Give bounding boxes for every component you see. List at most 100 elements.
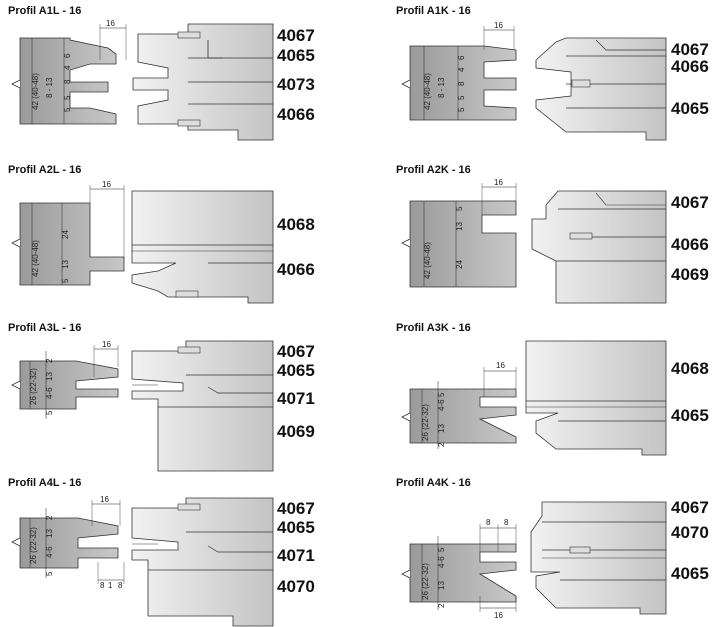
profile-title: Profil A2L - 16 — [8, 164, 82, 176]
dim-top: 16 — [102, 340, 111, 349]
dim-stack-3: 24 — [455, 260, 464, 269]
code-4071: 4071 — [277, 389, 315, 408]
dim-stack-1: 2 — [45, 515, 54, 520]
panel-a1l: Profil A1L - 16 42 (40-48) 8 - 13 6 4 8 … — [8, 5, 363, 155]
dim-vertical-main: 26 (22-32) — [421, 404, 430, 441]
dim-top-2: 8 — [504, 518, 509, 527]
panel-a4k: Profil A4K - 16 26 (22-32) 5 4-6 13 2 8 … — [396, 477, 723, 627]
dim-stack-3: 13 — [437, 424, 446, 433]
code-4065: 4065 — [671, 406, 709, 425]
dim-stack-1: 5 — [437, 547, 446, 552]
profile-title: Profil A3L - 16 — [8, 322, 82, 334]
code-4068: 4068 — [277, 215, 315, 234]
dim-top: 16 — [100, 495, 109, 504]
dim-bottom-1: 8 — [100, 581, 105, 590]
dim-stack-1: 5 — [455, 206, 464, 211]
code-4067: 4067 — [671, 193, 709, 212]
dim-vertical-main: 26 (22-32) — [29, 368, 38, 405]
profile-drawing: 42 (40-48) 8 - 13 6 4 8 5 5 16 — [11, 19, 274, 141]
code-4068: 4068 — [671, 359, 709, 378]
panel-a2k: Profil A2K - 16 42 (40-48) 5 13 24 16 40… — [396, 164, 723, 314]
profile-drawing: 26 (22-32) 5 4-6 13 2 8 8 16 — [401, 501, 667, 620]
profile-drawing: 26 (22-32) 2 13 4-6 5 16 8 1 8 — [11, 495, 274, 627]
dim-stack-2: 13 — [45, 529, 54, 538]
code-4073: 4073 — [277, 75, 315, 94]
profile-title: Profil A4K - 16 — [396, 477, 471, 489]
dim-stack-1: 6 — [457, 55, 466, 60]
dim-stack-1: 5 — [437, 392, 446, 397]
dim-top: 16 — [494, 21, 503, 30]
dim-vertical-main: 42 (40-48) — [31, 240, 40, 277]
code-4067: 4067 — [671, 498, 709, 517]
profile-title: Profil A1K - 16 — [396, 5, 471, 17]
code-4065: 4065 — [277, 518, 315, 537]
dim-stack-4: 5 — [45, 571, 54, 576]
dim-stack-4: 2 — [437, 442, 446, 447]
code-4067: 4067 — [671, 40, 709, 59]
dim-stack-2: 4-6 — [437, 399, 446, 411]
code-4067: 4067 — [277, 499, 315, 518]
dim-stack-1: 2 — [45, 358, 54, 363]
dim-top: 16 — [494, 178, 503, 187]
profile-drawing: 42 (40-48) 24 13 5 16 — [11, 180, 274, 304]
profile-title: Profil A3K - 16 — [396, 322, 471, 334]
profile-drawing: 26 (22-32) 2 13 4-6 5 16 — [11, 340, 274, 472]
dim-stack-2: 4 — [457, 67, 466, 72]
dim-vertical-inner: 8 - 13 — [437, 77, 446, 98]
dim-vertical-main: 26 (22-32) — [421, 563, 430, 600]
dim-stack-1: 24 — [61, 230, 70, 239]
code-4066: 4066 — [671, 57, 709, 76]
code-4065: 4065 — [671, 99, 709, 118]
code-4066: 4066 — [277, 260, 315, 279]
dim-stack-3: 4-6 — [45, 546, 54, 558]
code-4070: 4070 — [671, 523, 709, 542]
dim-stack-4: 5 — [45, 410, 54, 415]
profile-drawing: 26 (22-32) 5 4-6 13 2 16 — [401, 340, 667, 456]
dim-vertical-main: 42 (40-48) — [31, 73, 40, 110]
panel-a4l: Profil A4L - 16 26 (22-32) 2 13 4-6 5 16… — [8, 477, 363, 627]
code-4069: 4069 — [671, 265, 709, 284]
code-4066: 4066 — [671, 235, 709, 254]
dim-stack-1: 6 — [63, 53, 72, 58]
panel-a1k: Profil A1K - 16 42 (40-48) 8 - 13 6 4 8 … — [396, 5, 723, 155]
code-4066: 4066 — [277, 105, 315, 124]
dim-stack-2: 4-6 — [437, 556, 446, 568]
panel-a2l: Profil A2L - 16 42 (40-48) 24 13 5 16 40… — [8, 164, 363, 314]
code-4065: 4065 — [277, 46, 315, 65]
profile-title: Profil A1L - 16 — [8, 5, 82, 17]
dim-stack-5: 5 — [63, 107, 72, 112]
dim-stack-4: 5 — [457, 95, 466, 100]
dim-vertical-main: 42 (40-48) — [423, 242, 432, 279]
code-4065: 4065 — [277, 361, 315, 380]
panel-a3k: Profil A3K - 16 26 (22-32) 5 4-6 13 2 16… — [396, 322, 723, 472]
dim-bottom-2: 1 — [108, 581, 113, 590]
panel-a3l: Profil A3L - 16 26 (22-32) 2 13 4-6 5 16… — [8, 322, 363, 472]
code-4067: 4067 — [277, 342, 315, 361]
dim-stack-2: 13 — [45, 372, 54, 381]
code-4069: 4069 — [277, 422, 315, 441]
profile-drawing: 42 (40-48) 5 13 24 16 — [401, 178, 667, 304]
dim-top-1: 8 — [486, 518, 491, 527]
dim-vertical-inner: 8 - 13 — [45, 77, 54, 98]
profile-title: Profil A2K - 16 — [396, 164, 471, 176]
code-4067: 4067 — [277, 26, 315, 45]
dim-top: 16 — [102, 180, 111, 189]
dim-stack-2: 13 — [455, 222, 464, 231]
dim-stack-4: 2 — [437, 603, 446, 608]
dim-vertical-main: 26 (22-32) — [29, 527, 38, 564]
dim-stack-3: 13 — [437, 581, 446, 590]
code-4065: 4065 — [671, 564, 709, 583]
dim-bottom-3: 8 — [118, 581, 123, 590]
dim-stack-4: 5 — [63, 95, 72, 100]
dim-stack-5: 5 — [457, 107, 466, 112]
profile-drawing: 42 (40-48) 8 - 13 6 4 8 5 5 16 — [401, 21, 667, 141]
dim-top: 16 — [496, 361, 505, 370]
dim-stack-3: 4-6 — [45, 387, 54, 399]
profile-title: Profil A4L - 16 — [8, 477, 82, 489]
code-4071: 4071 — [277, 546, 315, 565]
dim-stack-3: 8 — [457, 81, 466, 86]
code-4070: 4070 — [277, 577, 315, 596]
dim-stack-2: 13 — [61, 260, 70, 269]
dim-stack-3: 8 — [63, 79, 72, 84]
dim-stack-2: 4 — [63, 65, 72, 70]
